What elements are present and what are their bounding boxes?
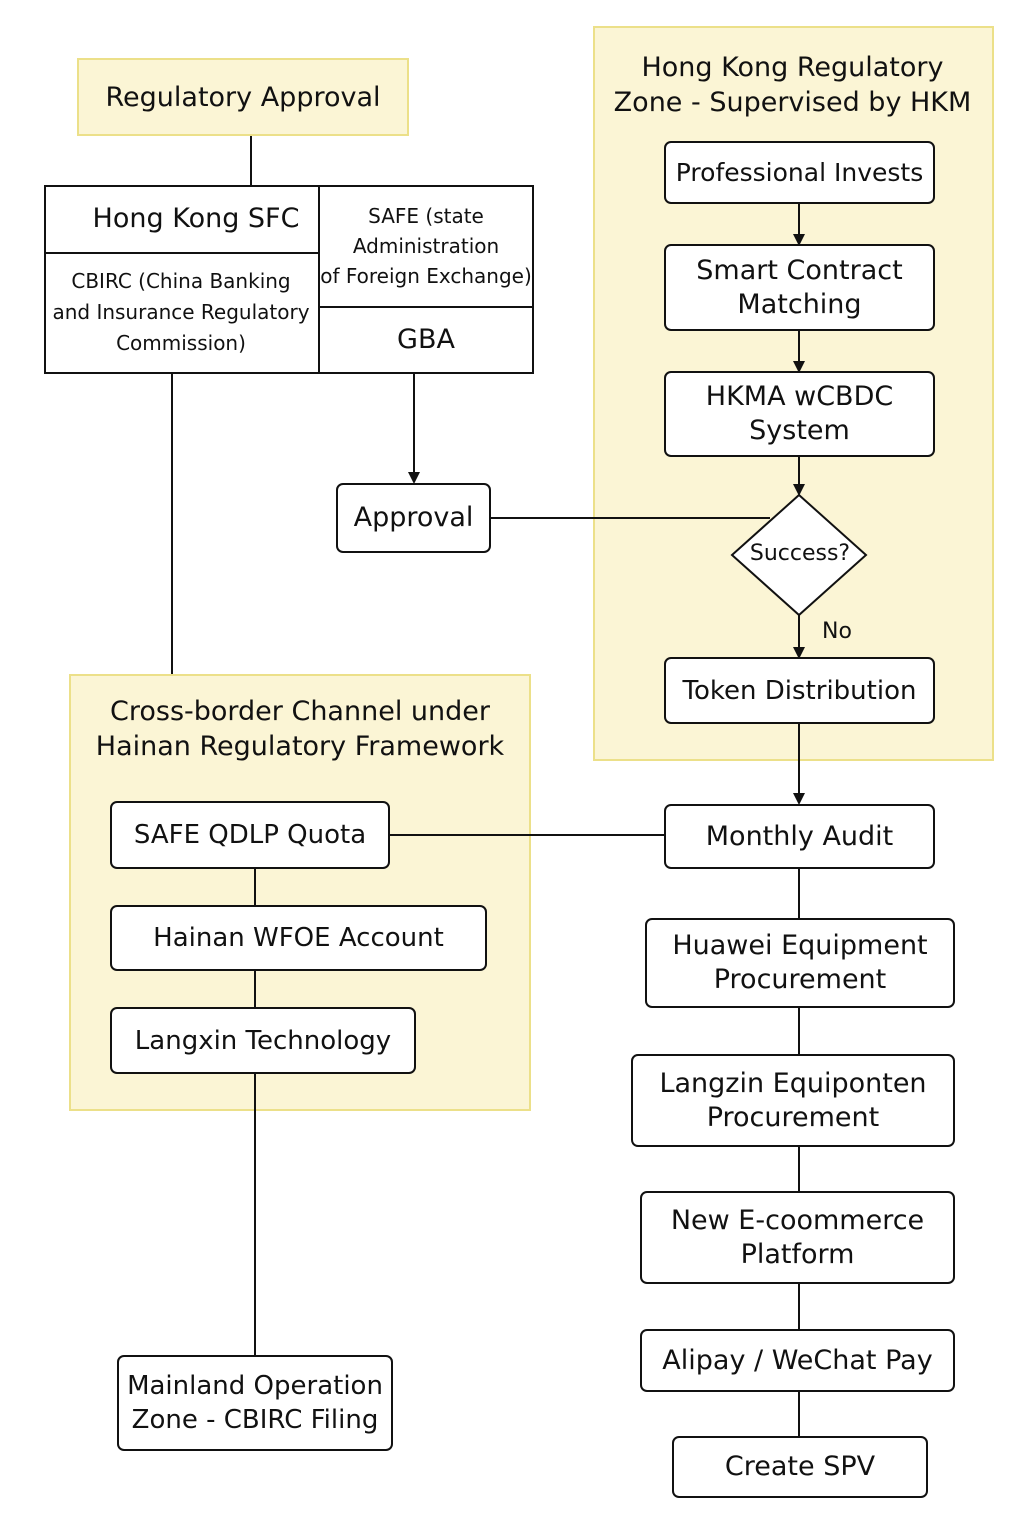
- hong-kong-zone-title: Hong Kong Regulatory Zone - Supervised b…: [613, 52, 972, 118]
- langzin-equipment-procurement-box: Langzin Equiponten Procurement: [631, 1054, 955, 1147]
- langxin-technology-box: Langxin Technology: [110, 1007, 416, 1074]
- gba-cell: GBA: [397, 323, 455, 355]
- safe-qdlp-quota-box: SAFE QDLP Quota: [110, 801, 390, 869]
- no-branch-label: No: [822, 619, 852, 644]
- regulatory-approval-box: Regulatory Approval: [77, 58, 409, 136]
- hkma-wcbdc-system-box: HKMA wCBDC System: [664, 371, 935, 457]
- alipay-wechat-pay-box: Alipay / WeChat Pay: [640, 1329, 955, 1392]
- professional-invests-box: Professional Invests: [664, 141, 935, 204]
- cbirc-cell: CBIRC (China Banking and Insurance Regul…: [52, 268, 310, 355]
- hainan-wfoe-account-box: Hainan WFOE Account: [110, 905, 487, 971]
- mainland-operation-zone-box: Mainland Operation Zone - CBIRC Filing: [117, 1355, 393, 1451]
- regulators-grid: [44, 185, 534, 374]
- token-distribution-box: Token Distribution: [664, 657, 935, 724]
- smart-contract-matching-box: Smart Contract Matching: [664, 244, 935, 331]
- hong-kong-sfc-cell: Hong Kong SFC: [92, 203, 300, 234]
- create-spv-box: Create SPV: [672, 1436, 928, 1498]
- success-decision-diamond: [730, 493, 868, 617]
- safe-cell: SAFE (state Administration of Foreign Ex…: [320, 203, 532, 288]
- approval-box: Approval: [336, 483, 491, 553]
- ecommerce-platform-box: New E-coommerce Platform: [640, 1191, 955, 1284]
- monthly-audit-box: Monthly Audit: [664, 804, 935, 869]
- huawei-equipment-procurement-box: Huawei Equipment Procurement: [645, 918, 955, 1008]
- hainan-zone-title: Cross-border Channel under Hainan Regula…: [95, 696, 505, 762]
- success-decision-label: Success?: [749, 541, 851, 566]
